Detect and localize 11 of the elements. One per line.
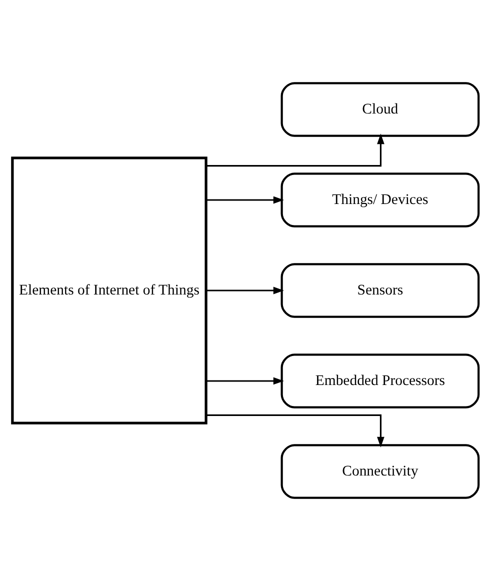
node-box: Things/ Devices xyxy=(280,172,480,227)
node-box: Cloud xyxy=(280,82,480,136)
arrow xyxy=(206,196,284,204)
node-box: Sensors xyxy=(280,262,480,318)
node-box: Elements of Internet of Things xyxy=(11,156,208,424)
node-box: Embedded Processors xyxy=(280,353,480,408)
arrow xyxy=(206,414,384,447)
node-box: Connectivity xyxy=(280,444,480,498)
arrow xyxy=(206,133,384,166)
arrow xyxy=(206,286,284,294)
arrow xyxy=(206,376,284,384)
